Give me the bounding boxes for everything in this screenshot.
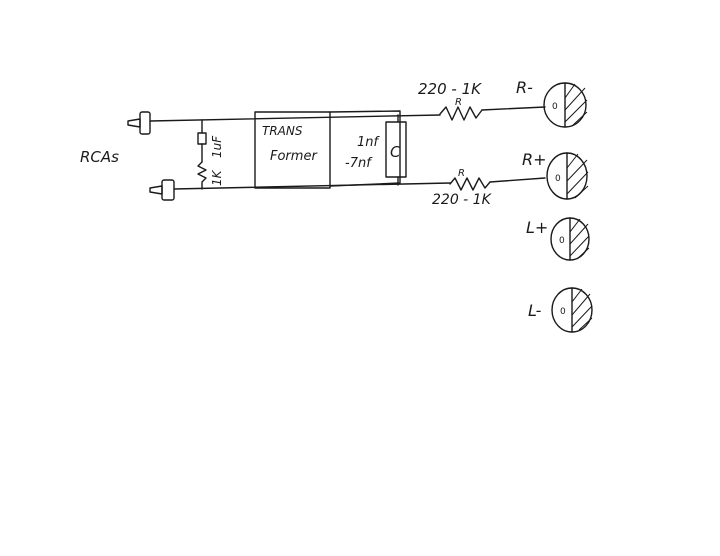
rca-plug-top-icon xyxy=(127,111,151,135)
cap-letter: C xyxy=(390,143,401,161)
top-output-wire xyxy=(481,106,546,111)
terminal-r-minus-icon xyxy=(543,82,588,128)
terminal-l-plus-mark: 0 xyxy=(559,236,565,246)
terminal-l-plus-icon xyxy=(550,217,590,261)
capacitor-element xyxy=(385,114,407,186)
transformer-label-line1: TRANS xyxy=(262,124,303,138)
cap-value-line1: 1nf xyxy=(357,135,381,150)
label-l-minus: L- xyxy=(528,301,542,320)
label-r-plus: R+ xyxy=(522,150,547,169)
input-filter xyxy=(197,119,207,190)
terminal-l-minus-mark: 0 xyxy=(560,307,566,317)
rca-plug-bottom-icon xyxy=(149,179,175,201)
top-res-value: 220 - 1K xyxy=(418,80,482,98)
filter-res-label: 1K xyxy=(210,169,224,186)
label-l-plus: L+ xyxy=(526,218,548,237)
bottom-res-letter: R xyxy=(458,168,465,179)
filter-cap-label: 1uF xyxy=(210,135,224,158)
bottom-signal-wire xyxy=(173,182,451,190)
rcas-label: RCAs xyxy=(80,148,119,166)
bottom-resistor xyxy=(449,177,491,191)
terminal-r-plus-mark: 0 xyxy=(555,174,561,184)
top-signal-wire xyxy=(149,114,441,122)
top-res-letter: R xyxy=(455,97,462,108)
terminal-r-plus-icon xyxy=(546,152,589,200)
terminal-r-minus-mark: 0 xyxy=(552,102,558,112)
top-resistor xyxy=(439,106,483,121)
label-r-minus: R- xyxy=(516,78,533,97)
transformer-label-line2: Former xyxy=(270,149,318,164)
bottom-output-wire xyxy=(489,177,546,183)
cap-value-line2: -7nf xyxy=(345,156,373,171)
transformer-box xyxy=(254,111,331,189)
bottom-res-value: 220 - 1K xyxy=(432,192,493,208)
terminal-l-minus-icon xyxy=(551,287,593,333)
capacitor-box xyxy=(329,110,401,187)
